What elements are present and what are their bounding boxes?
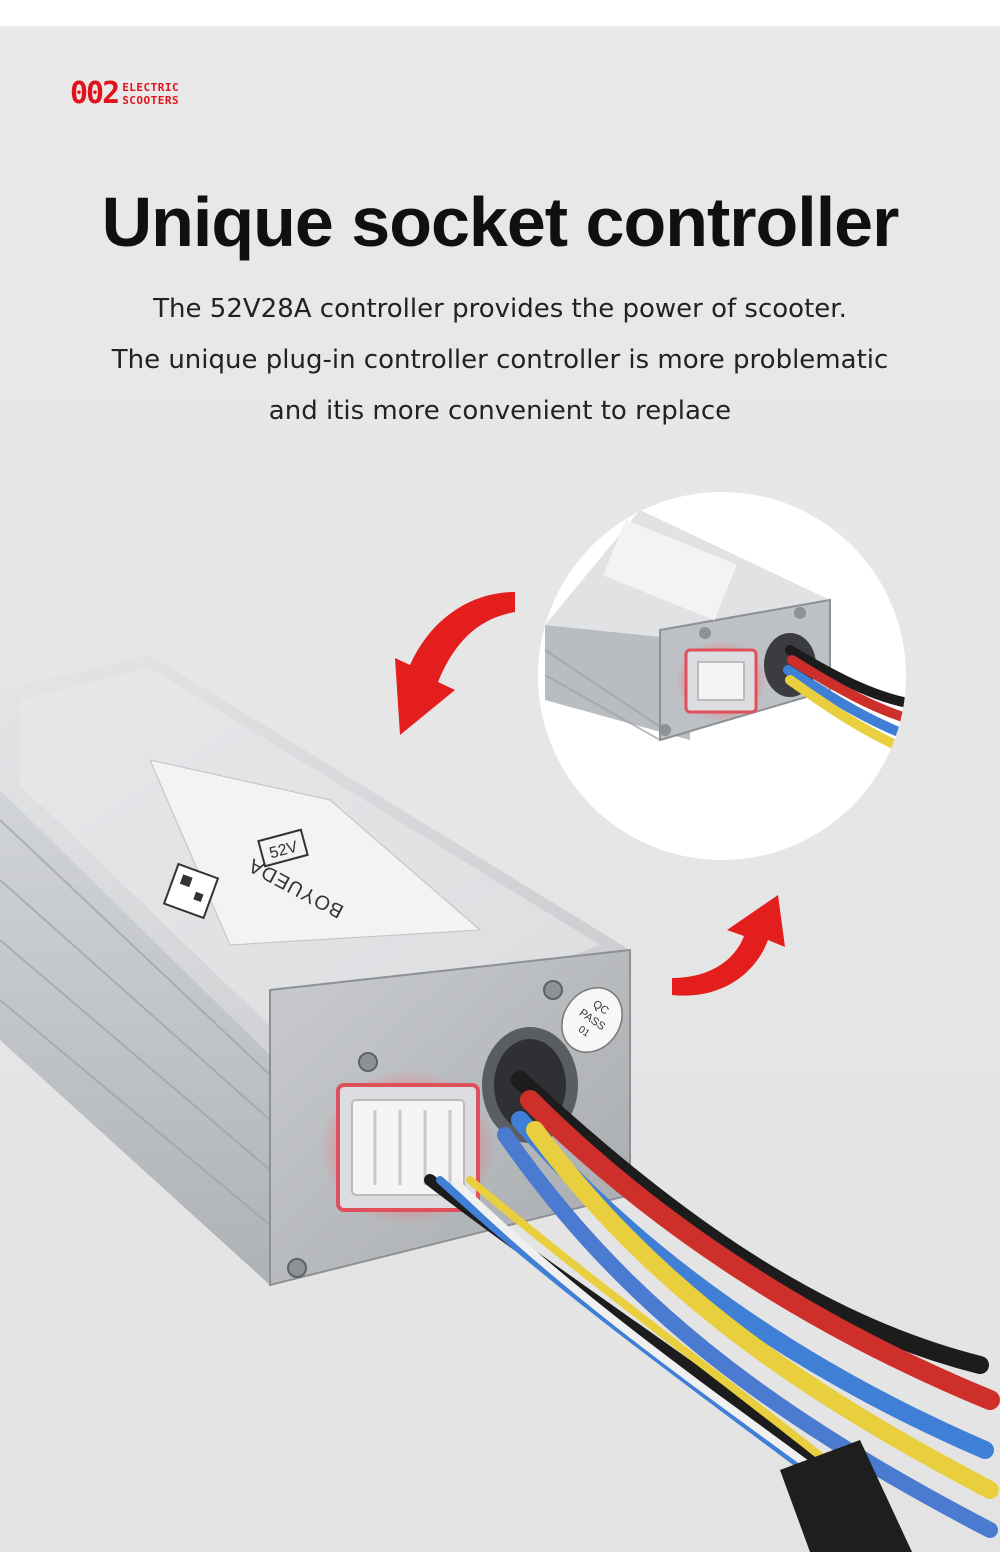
description-line-2: The unique plug-in controller controller… bbox=[111, 345, 889, 375]
screw-top-left bbox=[358, 1052, 378, 1072]
wire-bundle bbox=[424, 1071, 1000, 1552]
brand-line-1: ELECTRIC bbox=[122, 81, 180, 94]
brand-line-2: SCOOTERS bbox=[122, 94, 180, 107]
qc-pass-sticker: QC PASS 01 bbox=[561, 987, 623, 1053]
cable-sleeve bbox=[780, 1440, 912, 1552]
brand-text: ELECTRIC SCOOTERS bbox=[122, 81, 179, 107]
brand-mark: 002 bbox=[70, 76, 120, 111]
page-title: Unique socket controller bbox=[101, 183, 900, 261]
plug-connector bbox=[351, 1099, 465, 1196]
top-white-strip bbox=[0, 0, 1000, 26]
screw-top-right bbox=[543, 980, 563, 1000]
screw-bottom-left bbox=[287, 1258, 307, 1278]
brand-logo: 002 ELECTRIC SCOOTERS bbox=[70, 78, 179, 110]
controller-main: 52V BOYUEDA QC PASS 01 bbox=[0, 655, 1000, 1552]
voltage-badge: 52V bbox=[257, 828, 309, 868]
curved-arrow-up-right-icon bbox=[672, 895, 785, 996]
zoom-inset bbox=[538, 492, 906, 860]
voltage-badge-text: 52V bbox=[268, 838, 300, 862]
description-line-1: The 52V28A controller provides the power… bbox=[153, 294, 847, 324]
description-line-3: and itis more convenient to replace bbox=[268, 396, 732, 426]
qr-code bbox=[162, 862, 220, 920]
curved-arrow-down-left-icon bbox=[395, 592, 515, 735]
